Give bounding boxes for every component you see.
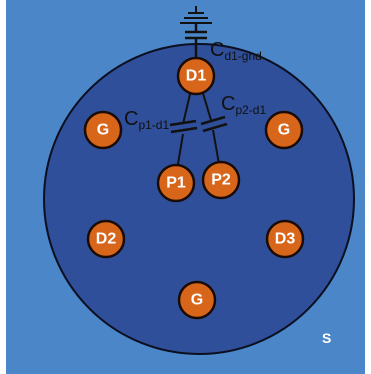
pin-d3: D3 <box>265 219 305 259</box>
capacitor-p2-d1-main: C <box>221 93 235 115</box>
pin-g-right: G <box>264 110 304 150</box>
capacitor-p1-d1-label: Cp1-d1 <box>124 108 169 132</box>
pin-d1-label: D1 <box>186 68 207 85</box>
pin-d2-label: D2 <box>96 231 117 248</box>
pin-g-left-label: G <box>97 122 109 139</box>
wire-d1-p1 <box>177 89 192 165</box>
capacitor-d1-gnd-sub: d1-gnd <box>224 49 261 63</box>
pin-d1: D1 <box>176 56 216 96</box>
pin-g-bottom-label: G <box>191 292 203 309</box>
pin-g-right-label: G <box>278 122 290 139</box>
region-label-s: S <box>322 330 331 346</box>
pin-g-bottom: G <box>177 280 217 320</box>
pin-p2: P2 <box>201 160 241 200</box>
capacitor-d1-gnd-label: Cd1-gnd <box>210 39 262 63</box>
pin-p2-label: P2 <box>211 172 231 189</box>
capacitor-p2-d1-label: Cp2-d1 <box>221 93 266 117</box>
capacitor-p2-d1-sub: p2-d1 <box>235 103 266 117</box>
capacitor-p2-d1-symbol <box>200 115 228 133</box>
pin-g-left: G <box>83 110 123 150</box>
capacitor-d1-gnd-main: C <box>210 39 224 61</box>
capacitor-p1-d1-main: C <box>124 108 138 130</box>
pin-d2: D2 <box>86 219 126 259</box>
capacitor-d1-gnd-symbol <box>185 23 207 59</box>
pin-d3-label: D3 <box>275 231 296 248</box>
wire-d1-p2 <box>201 89 220 165</box>
capacitor-p1-d1-symbol <box>169 119 198 134</box>
pin-p1: P1 <box>156 163 196 203</box>
pin-p1-label: P1 <box>166 175 186 192</box>
capacitor-p1-d1-sub: p1-d1 <box>138 118 169 132</box>
